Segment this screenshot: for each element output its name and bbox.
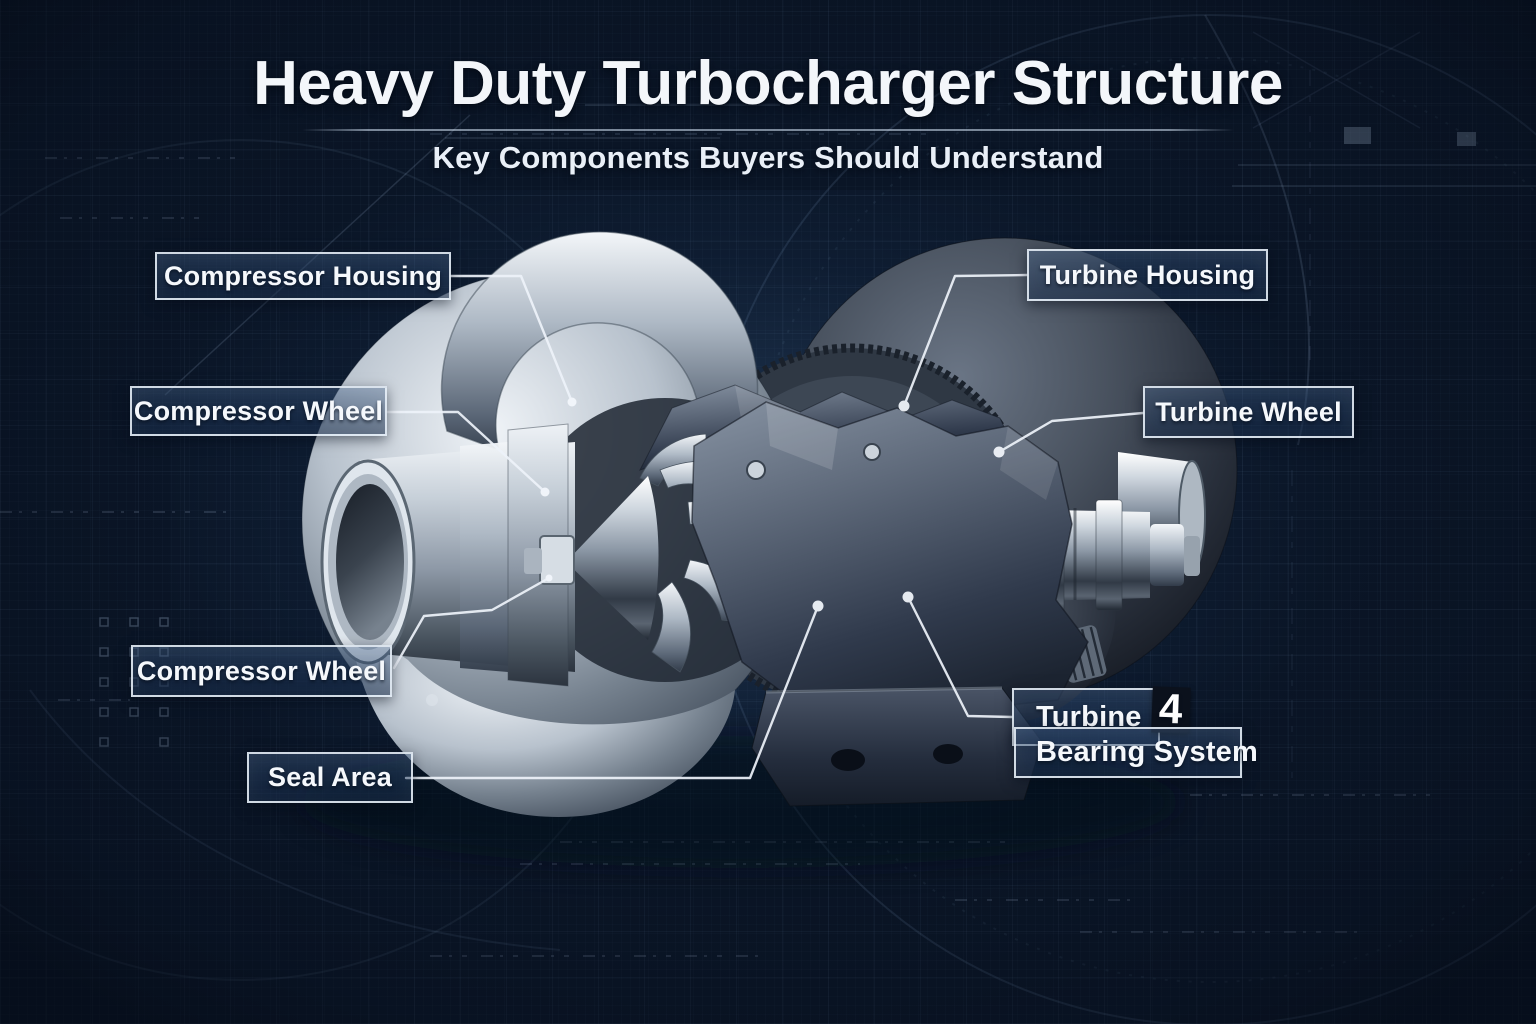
callout-compressor-housing: Compressor Housing (155, 252, 451, 300)
callout-turbine-housing-label: Turbine Housing (1039, 259, 1256, 290)
callout-compressor-wheel-lower-label: Compressor Wheel (136, 655, 387, 686)
leader-compressor-wheel-lower (392, 576, 551, 670)
callout-compressor-wheel-upper-label: Compressor Wheel (133, 395, 384, 426)
callout-seal-area: Seal Area (247, 752, 413, 803)
callout-turbine-housing: Turbine Housing (1027, 249, 1268, 301)
leader-turbine-wheel (997, 411, 1145, 454)
callout-turbine-bearing-line2: Bearing System (1014, 727, 1258, 778)
leader-anchor-dots (540, 397, 1005, 612)
callout-turbine-wheel: Turbine Wheel (1143, 386, 1354, 438)
leader-compressor-wheel-upper (385, 410, 547, 494)
page-title: Heavy Duty Turbocharger Structure (253, 49, 1283, 118)
callout-turbine-wheel-label: Turbine Wheel (1155, 396, 1342, 427)
leader-seal-area (404, 604, 820, 780)
callout-turbine-bearing-line2-label: Bearing System (1036, 736, 1258, 768)
leader-compressor-housing (449, 274, 574, 404)
callout-compressor-housing-label: Compressor Housing (163, 260, 443, 291)
callout-compressor-wheel-lower: Compressor Wheel (131, 645, 392, 697)
page-subtitle: Key Components Buyers Should Understand (432, 140, 1104, 175)
callout-seal-area-label: Seal Area (268, 762, 392, 792)
callout-compressor-wheel-upper: Compressor Wheel (130, 386, 387, 436)
title-divider (302, 129, 1234, 131)
leader-turbine-housing (902, 273, 1029, 408)
leader-turbine-bearing (906, 595, 1014, 719)
